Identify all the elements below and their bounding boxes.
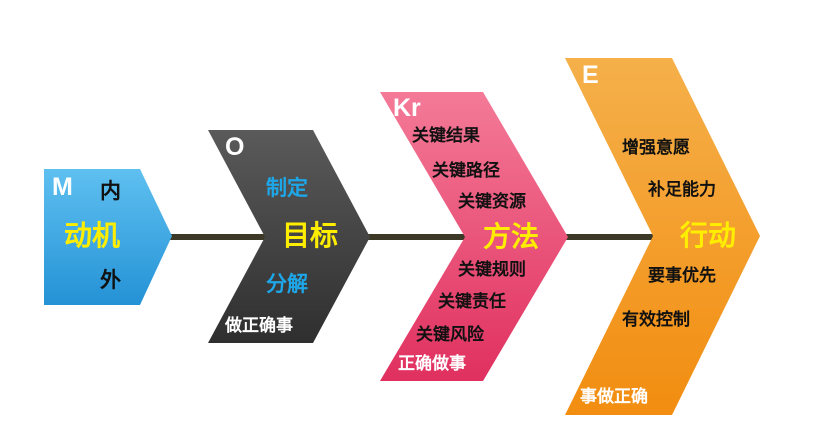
e-item-2: 补足能力	[648, 180, 716, 200]
m-main-label: 动机	[64, 219, 121, 252]
e-item-4: 有效控制	[622, 310, 690, 330]
kr-letter: Kr	[393, 94, 421, 122]
kr-footer-label: 正确做事	[398, 354, 466, 374]
kr-item-2: 关键路径	[432, 161, 500, 181]
m-top-label: 内	[100, 179, 121, 203]
e-letter: E	[582, 61, 599, 89]
spine-line	[160, 234, 660, 240]
kr-item-5: 关键责任	[438, 292, 506, 312]
e-item-1: 增强意愿	[622, 138, 690, 158]
o-letter: O	[225, 133, 245, 161]
kr-main-label: 方法	[483, 220, 540, 253]
m-bottom-label: 外	[100, 268, 121, 292]
e-main-label: 行动	[680, 219, 737, 252]
kr-item-6: 关键风险	[416, 325, 484, 345]
m-block	[44, 169, 172, 305]
kr-item-1: 关键结果	[412, 126, 480, 146]
m-letter: M	[52, 173, 73, 201]
o-block	[208, 130, 370, 343]
e-item-3: 要事优先	[648, 266, 716, 286]
o-footer-label: 做正确事	[225, 316, 293, 336]
o-main-label: 目标	[282, 219, 339, 252]
kr-item-4: 关键规则	[458, 260, 526, 280]
o-bottom-label: 分解	[266, 272, 308, 296]
kr-item-3: 关键资源	[458, 192, 526, 212]
o-top-label: 制定	[266, 176, 308, 200]
kr-block	[380, 92, 568, 381]
e-footer-label: 事做正确	[580, 387, 648, 407]
e-block	[565, 58, 760, 415]
